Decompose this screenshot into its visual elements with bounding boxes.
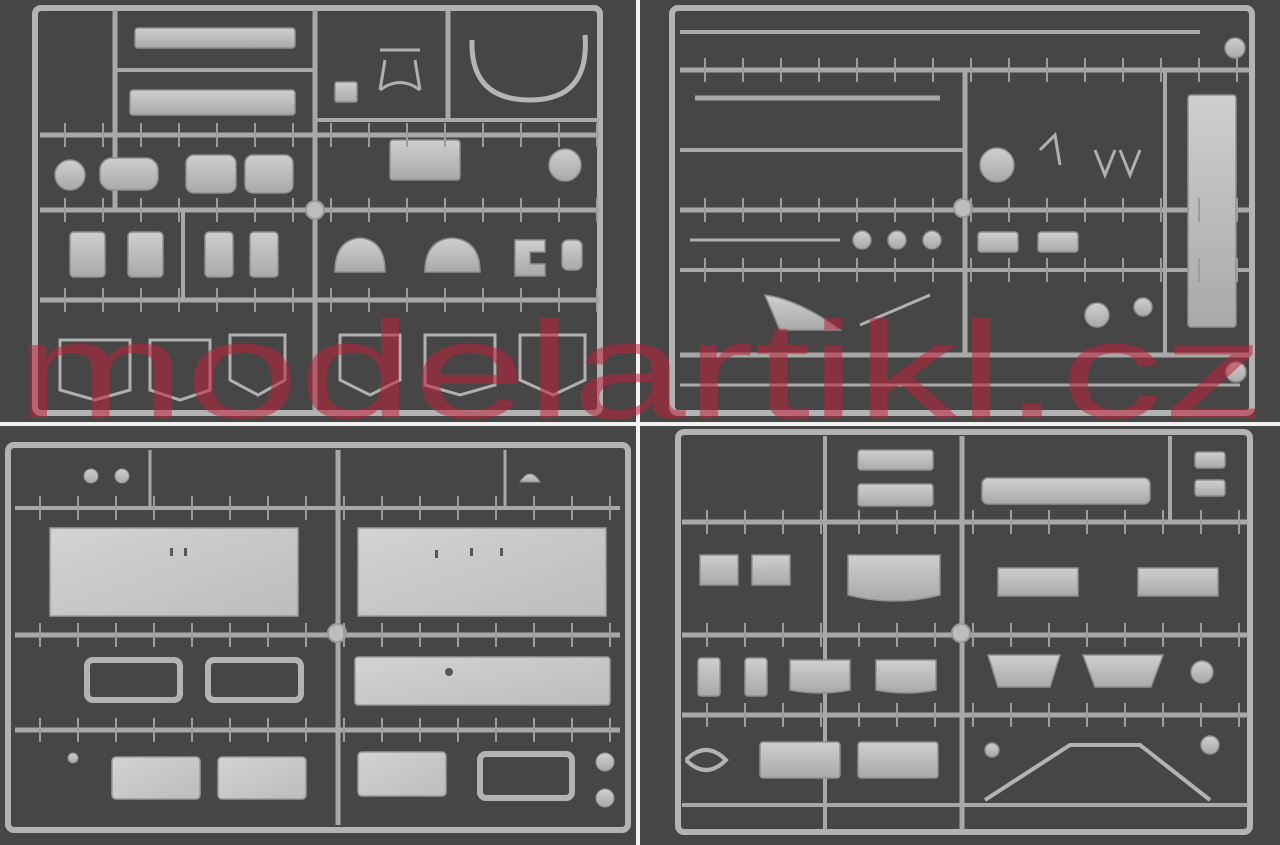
sprue-top-left — [32, 5, 603, 416]
sprue-bottom-left — [5, 442, 631, 833]
horizontal-divider — [0, 422, 1280, 426]
sprue-bottom-right — [675, 429, 1253, 835]
gate-ticks — [39, 58, 1240, 742]
